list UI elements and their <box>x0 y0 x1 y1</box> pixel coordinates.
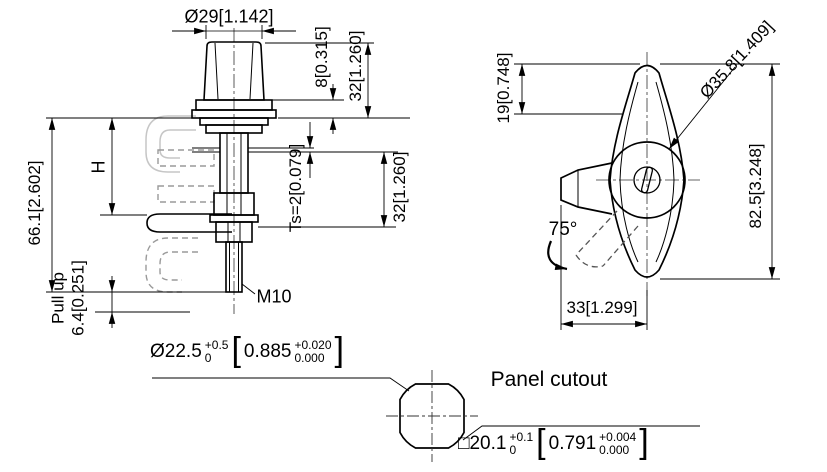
rotation-arrow <box>547 240 568 271</box>
cam-raised-phantom <box>145 115 196 173</box>
cutout-leaders <box>152 377 700 441</box>
bracket-open: [ <box>536 423 546 461</box>
cutout-diameter-inch-tolerance: +0.020 0.000 <box>294 337 332 366</box>
front-view-geometry <box>560 64 686 278</box>
dim-handle-offset: 33[1.299] <box>566 298 638 317</box>
bracket-close: ] <box>334 331 344 369</box>
cutout-square-inch: 0.791 <box>548 433 597 455</box>
cutout-diameter-tolerance: +0.5 0 <box>204 337 229 366</box>
cutout-diameter-dim: Ø22.5 +0.5 0 [ 0.885 +0.020 0.000 ] <box>150 331 344 369</box>
cutout-diameter-inch-tol-plus: +0.020 <box>294 337 332 352</box>
cutout-square-tol-zero: 0 <box>509 443 517 458</box>
cutout-square-inch-tol-plus: +0.004 <box>599 429 637 444</box>
dim-height-below-panel: 32[1.260] <box>390 151 409 223</box>
cutout-diameter-tol-plus: +0.5 <box>204 337 229 352</box>
cutout-diameter-value: Ø22.5 <box>150 341 202 363</box>
dim-height-above-panel: 32[1.260] <box>346 30 365 102</box>
bracket-close: ] <box>639 423 649 461</box>
front-view-dimensions <box>514 63 780 330</box>
dim-thread: M10 <box>256 286 292 307</box>
dim-pull-up-value: 6.4[0.251] <box>69 260 88 336</box>
cutout-diameter-inch-tol-zero: 0.000 <box>294 351 325 366</box>
dim-handle-length: 82.5[3.248] <box>746 143 765 229</box>
dim-pull-up: Pull up 6.4[0.251] <box>49 260 90 336</box>
dim-panel-thickness: Ts=2[0.079] <box>286 143 305 233</box>
dim-total-height: 66.1[2.602] <box>25 160 44 246</box>
bracket-open: [ <box>231 331 241 369</box>
cutout-diameter-tol-zero: 0 <box>204 351 212 366</box>
cutout-square-inch-tol-zero: 0.000 <box>599 443 630 458</box>
cutout-square-tol-plus: +0.1 <box>509 429 534 444</box>
cutout-square-inch-tolerance: +0.004 0.000 <box>599 429 637 458</box>
side-view-dimensions <box>46 25 410 328</box>
dim-knob-diameter: Ø29[1.142] <box>184 6 274 27</box>
dim-pull-up-label: Pull up <box>48 272 68 324</box>
cutout-shape <box>399 383 465 449</box>
cutout-diameter-inch: 0.885 <box>243 341 292 363</box>
cutout-square-tolerance: +0.1 0 <box>509 429 534 458</box>
cutout-square-dim: □20.1 +0.1 0 [ 0.791 +0.004 0.000 ] <box>458 423 649 461</box>
dim-rotation-angle: 75° <box>548 219 578 240</box>
dim-top-offset: 19[0.748] <box>494 52 513 124</box>
cutout-centerlines <box>386 370 478 462</box>
dim-grip-height: H <box>88 160 109 174</box>
dim-flange-height: 8[0.315] <box>312 26 331 88</box>
handle-rotated-phantom <box>575 210 639 268</box>
cutout-title: Panel cutout <box>490 368 608 391</box>
front-view-centerlines <box>596 52 700 296</box>
cutout-square-value: □20.1 <box>458 433 507 455</box>
cam-arm <box>146 213 232 233</box>
